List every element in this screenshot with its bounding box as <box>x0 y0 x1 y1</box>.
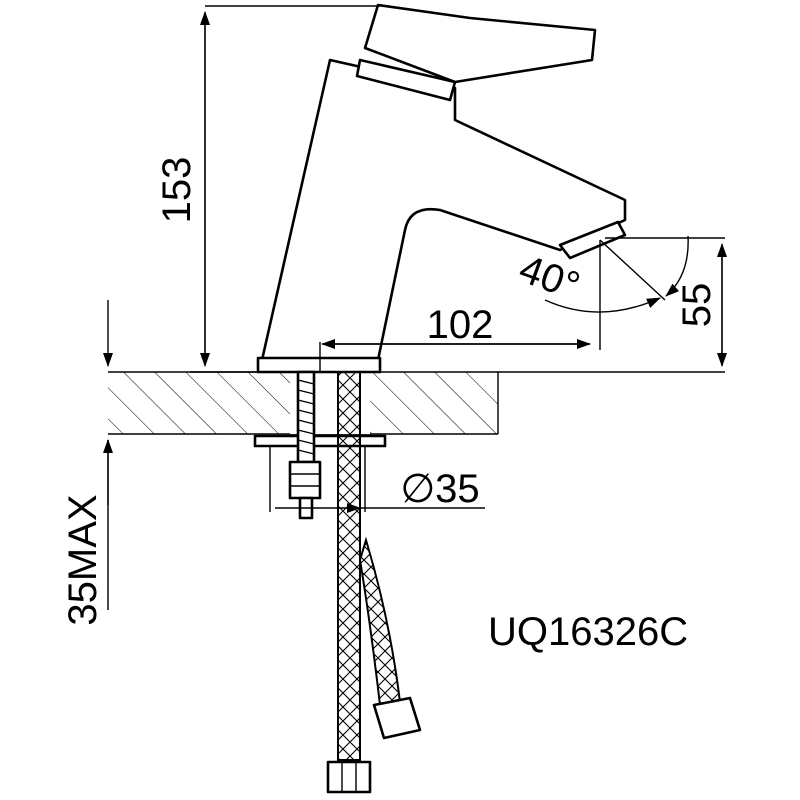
dimension-spout-height: 55 <box>605 237 727 367</box>
dimension-angle: 40° <box>513 235 689 313</box>
spout-height-label: 55 <box>675 283 719 328</box>
reach-label: 102 <box>427 303 494 347</box>
height-label: 153 <box>155 157 199 224</box>
model-number: UQ16326C <box>488 610 688 654</box>
max-thickness-label: 35MAX <box>61 494 105 625</box>
dimension-max-thickness: 35MAX <box>61 300 113 626</box>
mounting-hardware <box>253 370 387 520</box>
dimension-reach: 102 <box>319 240 601 372</box>
flexible-hoses <box>326 371 422 794</box>
countertop-section <box>108 371 725 435</box>
faucet-body <box>256 3 627 374</box>
dimension-diameter: ∅35 <box>269 446 485 513</box>
dimension-height: 153 <box>155 5 380 373</box>
diameter-label: ∅35 <box>400 467 479 511</box>
